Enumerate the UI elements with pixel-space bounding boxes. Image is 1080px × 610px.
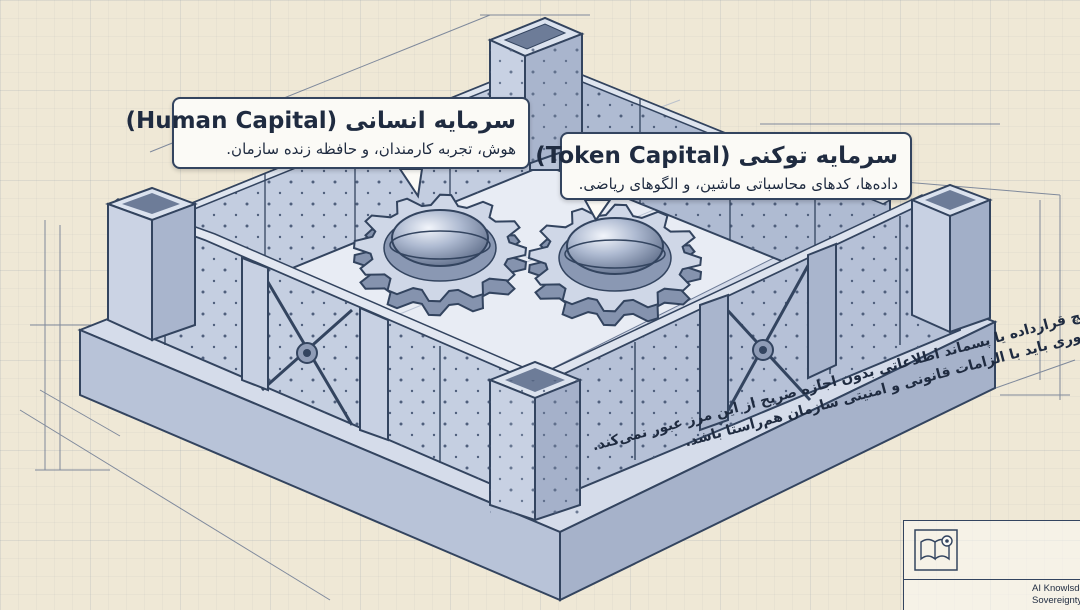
mid-pillars: [241, 242, 837, 442]
title-stamp: AI Knowlsdge Sovereignty: [903, 520, 1080, 610]
left-tower: [105, 186, 198, 342]
gear-left: [352, 193, 528, 317]
token-capital-callout: سرمایه توکنی (Token Capital) داده‌ها، کد…: [535, 132, 912, 200]
human-pointer: [398, 168, 424, 199]
stamp-line-2: Sovereignty: [1032, 595, 1080, 606]
token-capital-title: سرمایه توکنی (Token Capital): [535, 143, 898, 169]
human-capital-description: هوش، تجربه کارمندان، و حافظه زنده سازمان…: [226, 140, 516, 158]
human-capital-title: سرمایه انسانی (Human Capital): [125, 108, 516, 134]
front-right-wall: [531, 194, 961, 507]
front-tower: [487, 360, 583, 522]
stamp-line-1: AI Knowlsdge: [1032, 583, 1080, 594]
book-gear-icon: [914, 529, 958, 571]
gear-right: [527, 203, 703, 327]
human-capital-callout: سرمایه انسانی (Human Capital) هوش، تجربه…: [125, 97, 530, 169]
token-pointer: [583, 199, 612, 222]
token-capital-description: داده‌ها، کدهای محاسباتی ماشین، و الگوهای…: [578, 175, 898, 193]
right-tower: [909, 183, 993, 334]
